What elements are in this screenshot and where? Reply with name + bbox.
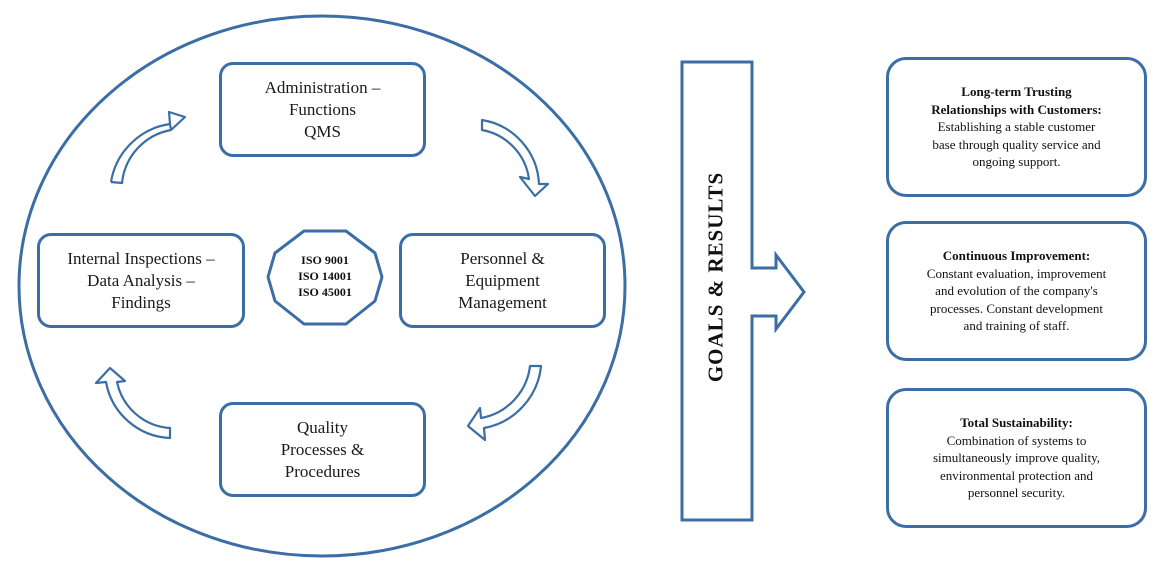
result-box-customer-relationships: Long-term Trusting Relationships with Cu…	[886, 57, 1147, 197]
node-line: Findings	[111, 292, 171, 312]
result-title-line: Total Sustainability:	[960, 415, 1073, 431]
iso-line: ISO 45001	[298, 285, 352, 299]
curved-arrow-bottom-left-icon	[94, 366, 172, 440]
curved-arrow-top-left-icon	[109, 110, 187, 185]
result-body-line: base through quality service and	[932, 136, 1101, 152]
node-line: Management	[458, 292, 547, 312]
iso-line: ISO 9001	[301, 253, 349, 267]
result-body-line: Combination of systems to	[946, 432, 1087, 448]
node-administration-functions-qms: Administration – Functions QMS	[219, 62, 426, 157]
result-body-line: ongoing support.	[972, 154, 1061, 170]
result-body-line: and training of staff.	[963, 318, 1070, 334]
node-line: Administration –	[264, 77, 381, 97]
node-personnel-equipment-management: Personnel & Equipment Management	[399, 233, 606, 328]
goals-results-text: GOALS & RESULTS	[703, 171, 728, 383]
result-title-line: Continuous Improvement:	[942, 248, 1091, 264]
curved-arrow-bottom-right-icon	[466, 364, 543, 442]
result-body-line: Establishing a stable customer	[937, 119, 1096, 135]
result-body-line: simultaneously improve quality,	[932, 450, 1101, 466]
node-line: Equipment	[465, 270, 540, 290]
node-line: Personnel &	[460, 248, 545, 268]
result-box-continuous-improvement: Continuous Improvement: Constant evaluat…	[886, 221, 1147, 361]
curved-arrow-top-right-icon	[480, 118, 550, 198]
cycle-ellipse	[17, 14, 627, 558]
node-line: Processes &	[280, 439, 365, 459]
result-body-line: environmental protection and	[939, 467, 1094, 483]
iso-octagon	[266, 229, 384, 326]
result-title-line: Relationships with Customers:	[931, 101, 1102, 117]
iso-line: ISO 14001	[298, 269, 352, 283]
result-title-line: Long-term Trusting	[961, 84, 1072, 100]
node-line: Procedures	[284, 461, 361, 481]
node-internal-inspections-data-analysis: Internal Inspections – Data Analysis – F…	[37, 233, 245, 328]
node-line: Internal Inspections –	[67, 248, 215, 268]
iso-standards-label: ISO 9001 ISO 14001 ISO 45001	[269, 252, 381, 300]
node-line: Data Analysis –	[87, 270, 195, 290]
result-box-total-sustainability: Total Sustainability: Combination of sys…	[886, 388, 1147, 528]
result-body-line: personnel security.	[967, 485, 1066, 501]
node-line: QMS	[304, 121, 341, 141]
node-line: Functions	[288, 99, 357, 119]
result-body-line: and evolution of the company's	[935, 283, 1098, 299]
result-body-line: processes. Constant development	[930, 300, 1103, 316]
node-line: Quality	[297, 417, 348, 437]
goals-results-arrow-icon	[680, 60, 806, 522]
node-quality-processes-procedures: Quality Processes & Procedures	[219, 402, 426, 497]
result-body-line: Constant evaluation, improvement	[926, 265, 1107, 281]
